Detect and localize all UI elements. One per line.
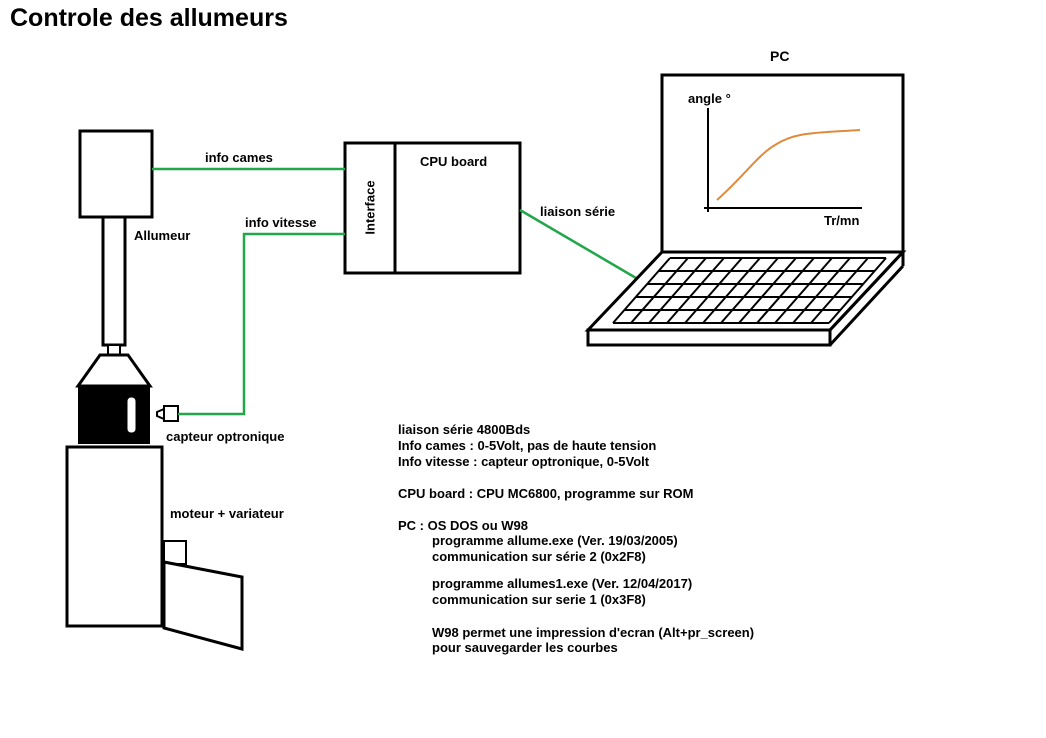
keyboard-grid-line xyxy=(648,257,707,324)
keyboard-grid-line xyxy=(630,257,689,324)
keyboard-grid-line xyxy=(612,257,671,324)
moteur-label: moteur + variateur xyxy=(170,506,284,521)
plot-x-label: Tr/mn xyxy=(824,213,860,228)
info-vitesse-label: info vitesse xyxy=(245,215,317,230)
laptop-base-edge xyxy=(828,250,905,332)
capteur-label: capteur optronique xyxy=(166,429,285,444)
plot-y-label: angle ° xyxy=(688,91,731,106)
note-line: pour sauvegarder les courbes xyxy=(432,640,618,655)
note-line: communication sur serie 1 (0x3F8) xyxy=(432,592,646,607)
keyboard-grid-line xyxy=(738,257,797,324)
sensor-tip xyxy=(156,407,165,421)
note-line: communication sur série 2 (0x2F8) xyxy=(432,549,646,564)
note-line: PC : OS DOS ou W98 xyxy=(398,518,529,533)
laptop-base-edge-lower xyxy=(828,264,905,347)
wire-info-vitesse xyxy=(178,232,345,416)
keyboard-keys xyxy=(612,257,887,324)
allumeur-label: Allumeur xyxy=(134,228,191,243)
keyboard-grid-line xyxy=(666,257,725,324)
keyboard-grid-line xyxy=(720,257,779,324)
note-line: W98 permet une impression d'ecran (Alt+p… xyxy=(432,625,755,640)
sensor-body xyxy=(163,405,179,422)
note-line: CPU board : CPU MC6800, programme sur RO… xyxy=(398,486,694,501)
allumeur-head xyxy=(78,129,154,219)
motor-lever xyxy=(162,560,244,651)
optical-disc xyxy=(78,386,150,444)
motor-body xyxy=(65,445,164,628)
motor-handle xyxy=(163,540,187,565)
laptop-base xyxy=(586,328,832,347)
keyboard-grid-line xyxy=(756,257,815,324)
keyboard-grid-line xyxy=(810,257,869,324)
interface-label: Interface xyxy=(362,180,378,235)
note-line: programme allumes1.exe (Ver. 12/04/2017) xyxy=(432,576,693,591)
plot-curve xyxy=(716,129,861,201)
liaison-serie-label: liaison série xyxy=(540,204,616,219)
note-line: liaison série 4800Bds xyxy=(398,422,531,437)
keyboard-grid-line xyxy=(774,257,833,324)
keyboard-grid-line xyxy=(828,257,887,324)
keyboard-grid-line xyxy=(702,257,761,324)
optical-slot xyxy=(127,397,136,433)
cpu-board-label: CPU board xyxy=(420,154,488,169)
page-title: Controle des allumeurs xyxy=(10,4,288,32)
pc-label: PC xyxy=(770,48,790,64)
note-line: Info cames : 0-5Volt, pas de haute tensi… xyxy=(398,438,657,453)
wire-serial-link xyxy=(519,208,637,280)
info-cames-label: info cames xyxy=(205,150,273,165)
keyboard-grid-line xyxy=(684,257,743,324)
note-line: programme allume.exe (Ver. 19/03/2005) xyxy=(432,533,678,548)
note-line: Info vitesse : capteur optronique, 0-5Vo… xyxy=(398,454,650,469)
allumeur-shaft xyxy=(101,215,127,347)
allumeur-cone xyxy=(75,353,153,388)
cpu-board-box xyxy=(343,141,522,275)
keyboard-grid-line xyxy=(792,257,851,324)
